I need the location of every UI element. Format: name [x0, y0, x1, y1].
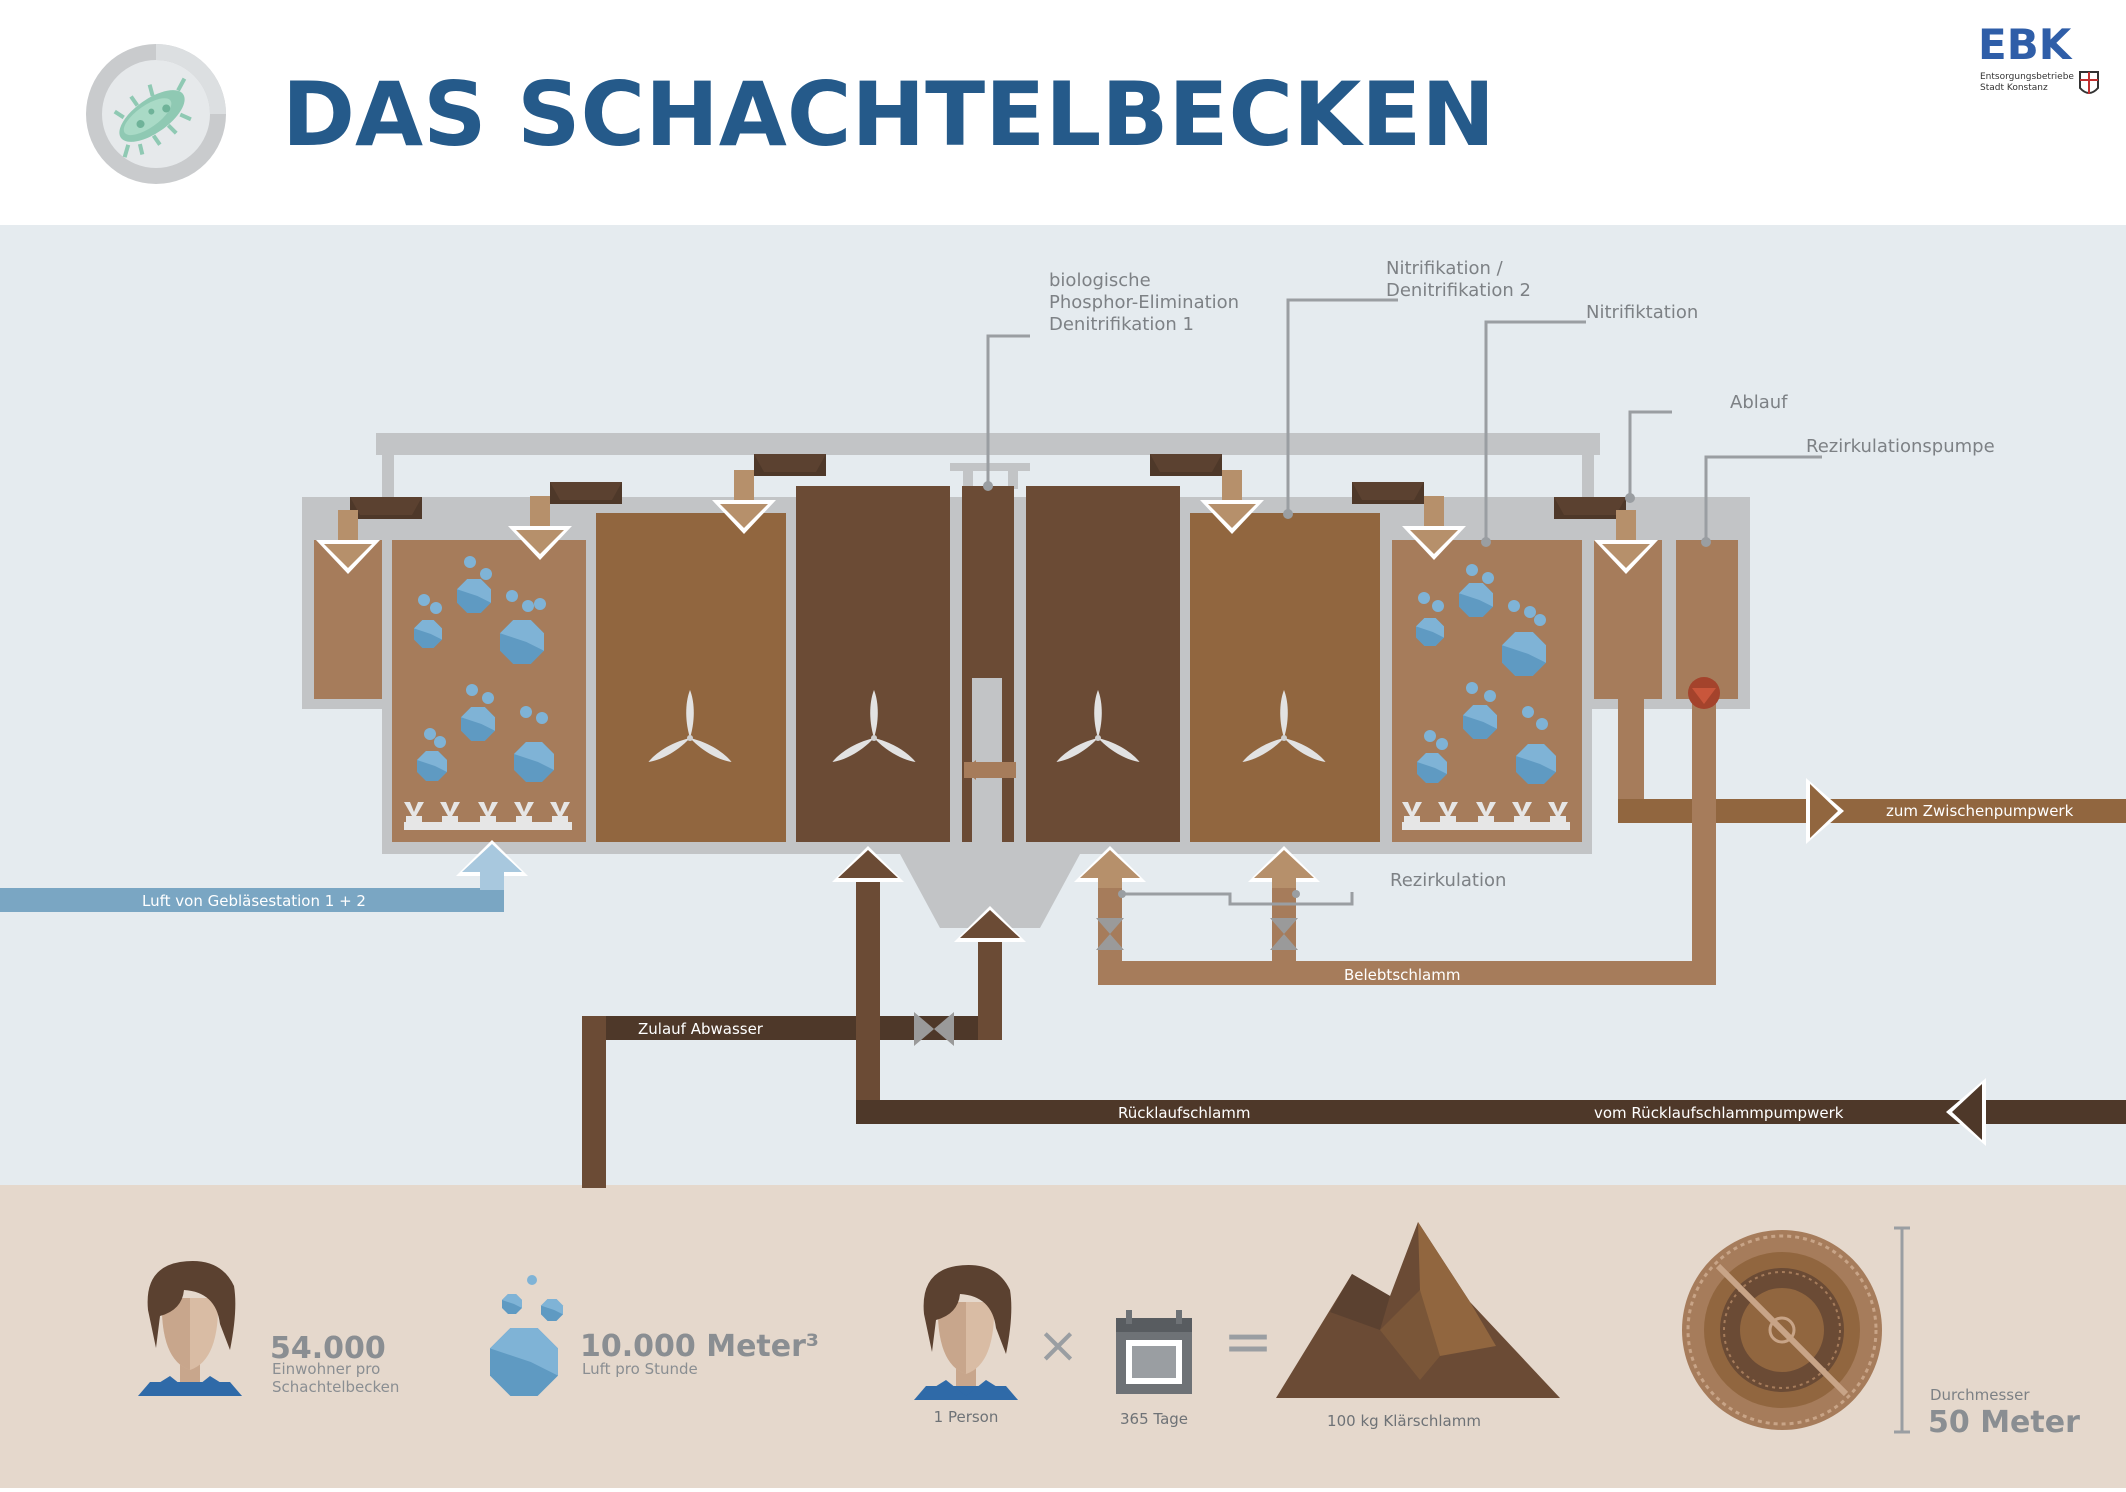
calendar-icon — [1116, 1310, 1192, 1394]
valve-icon — [914, 1012, 934, 1046]
center-baffle — [972, 678, 1002, 842]
stat-air: 10.000 Meter³ Luft pro Stunde — [490, 1275, 819, 1396]
callout-dots — [983, 481, 1711, 547]
days-label: 365 Tage — [1120, 1410, 1188, 1428]
times-sign: × — [1037, 1316, 1079, 1374]
label-ablauf: Ablauf — [1730, 392, 1788, 413]
page-title: DAS SCHACHTELBECKEN — [282, 63, 1495, 166]
label-nitdeni-2: Denitrifikation 2 — [1386, 280, 1531, 301]
label-zulauf: Zulauf Abwasser — [638, 1020, 764, 1038]
stat-diameter: Durchmesser 50 Meter — [1682, 1226, 2080, 1440]
sludge-mountain-icon — [1276, 1222, 1560, 1398]
header-band — [0, 0, 2126, 225]
label-vom-ruecklauf: vom Rücklaufschlammpumpwerk — [1594, 1104, 1844, 1122]
diffusers — [404, 802, 1570, 830]
logo-text: EBK — [1978, 20, 2073, 69]
label-ruecklauf: Rücklaufschlamm — [1118, 1104, 1251, 1122]
label-nitrifiktation: Nitrifiktation — [1586, 302, 1698, 323]
equals-sign: = — [1223, 1307, 1273, 1377]
chambers — [314, 486, 1738, 842]
ruecklauf-flow: Rücklaufschlamm vom Rücklaufschlammpumpw… — [832, 846, 2126, 1146]
air-value: 10.000 Meter³ — [580, 1329, 819, 1364]
callout-lines — [986, 298, 1822, 540]
logo-sub-2: Stadt Konstanz — [1980, 83, 2048, 93]
label-bio-2: Phosphor-Elimination — [1049, 292, 1239, 313]
stat-inhabitants: 54.000 Einwohner pro Schachtelbecken — [138, 1261, 399, 1396]
chamber-bio-p-right — [1026, 486, 1180, 842]
diameter-label: Durchmesser — [1930, 1386, 2030, 1404]
label-nitdeni-1: Nitrifikation / — [1386, 258, 1504, 279]
inhabitants-label-1: Einwohner pro — [272, 1360, 380, 1378]
person-label: 1 Person — [934, 1408, 999, 1426]
basin-topview-icon — [1682, 1230, 1882, 1430]
chamber-denitri-left — [596, 513, 786, 842]
ebk-logo: EBK Entsorgungsbetriebe Stadt Konstanz — [1978, 20, 2099, 94]
bacteria-icon — [86, 44, 226, 184]
chamber-aeration-left — [392, 540, 586, 842]
crest-icon — [2079, 71, 2099, 94]
rezirkulation-callout: Rezirkulation — [1118, 870, 1506, 906]
label-bio-3: Denitrifikation 1 — [1049, 314, 1194, 335]
callout-labels: biologische Phosphor-Elimination Denitri… — [1049, 258, 1995, 457]
chamber-rezirk-pump — [1676, 540, 1738, 699]
diameter-value: 50 Meter — [1928, 1405, 2080, 1440]
logo-sub-1: Entsorgungsbetriebe — [1980, 72, 2074, 82]
label-belebtschlamm: Belebtschlamm — [1344, 966, 1460, 984]
chamber-bio-p-left — [796, 486, 950, 842]
inhabitants-value: 54.000 — [270, 1331, 386, 1366]
belebtschlamm-flow: Belebtschlamm — [1074, 677, 1720, 985]
label-bio-1: biologische — [1049, 270, 1151, 291]
label-rezirkulation: Rezirkulation — [1390, 870, 1506, 891]
inhabitants-label-2: Schachtelbecken — [272, 1378, 399, 1396]
label-rezirkulationspumpe: Rezirkulationspumpe — [1806, 436, 1995, 457]
air-label: Luft pro Stunde — [582, 1360, 698, 1378]
sludge-label: 100 kg Klärschlamm — [1327, 1412, 1481, 1430]
zulauf-flow: Zulauf Abwasser — [582, 906, 1026, 1188]
label-air: Luft von Gebläsestation 1 + 2 — [142, 892, 366, 910]
air-flow: Luft von Gebläsestation 1 + 2 — [0, 840, 528, 912]
stat-equation: 1 Person × 365 Tage = 100 kg Klärschlamm — [914, 1222, 1560, 1430]
chamber-denitri-right — [1190, 513, 1380, 842]
label-outflow: zum Zwischenpumpwerk — [1886, 802, 2074, 820]
hopper — [900, 854, 1080, 928]
